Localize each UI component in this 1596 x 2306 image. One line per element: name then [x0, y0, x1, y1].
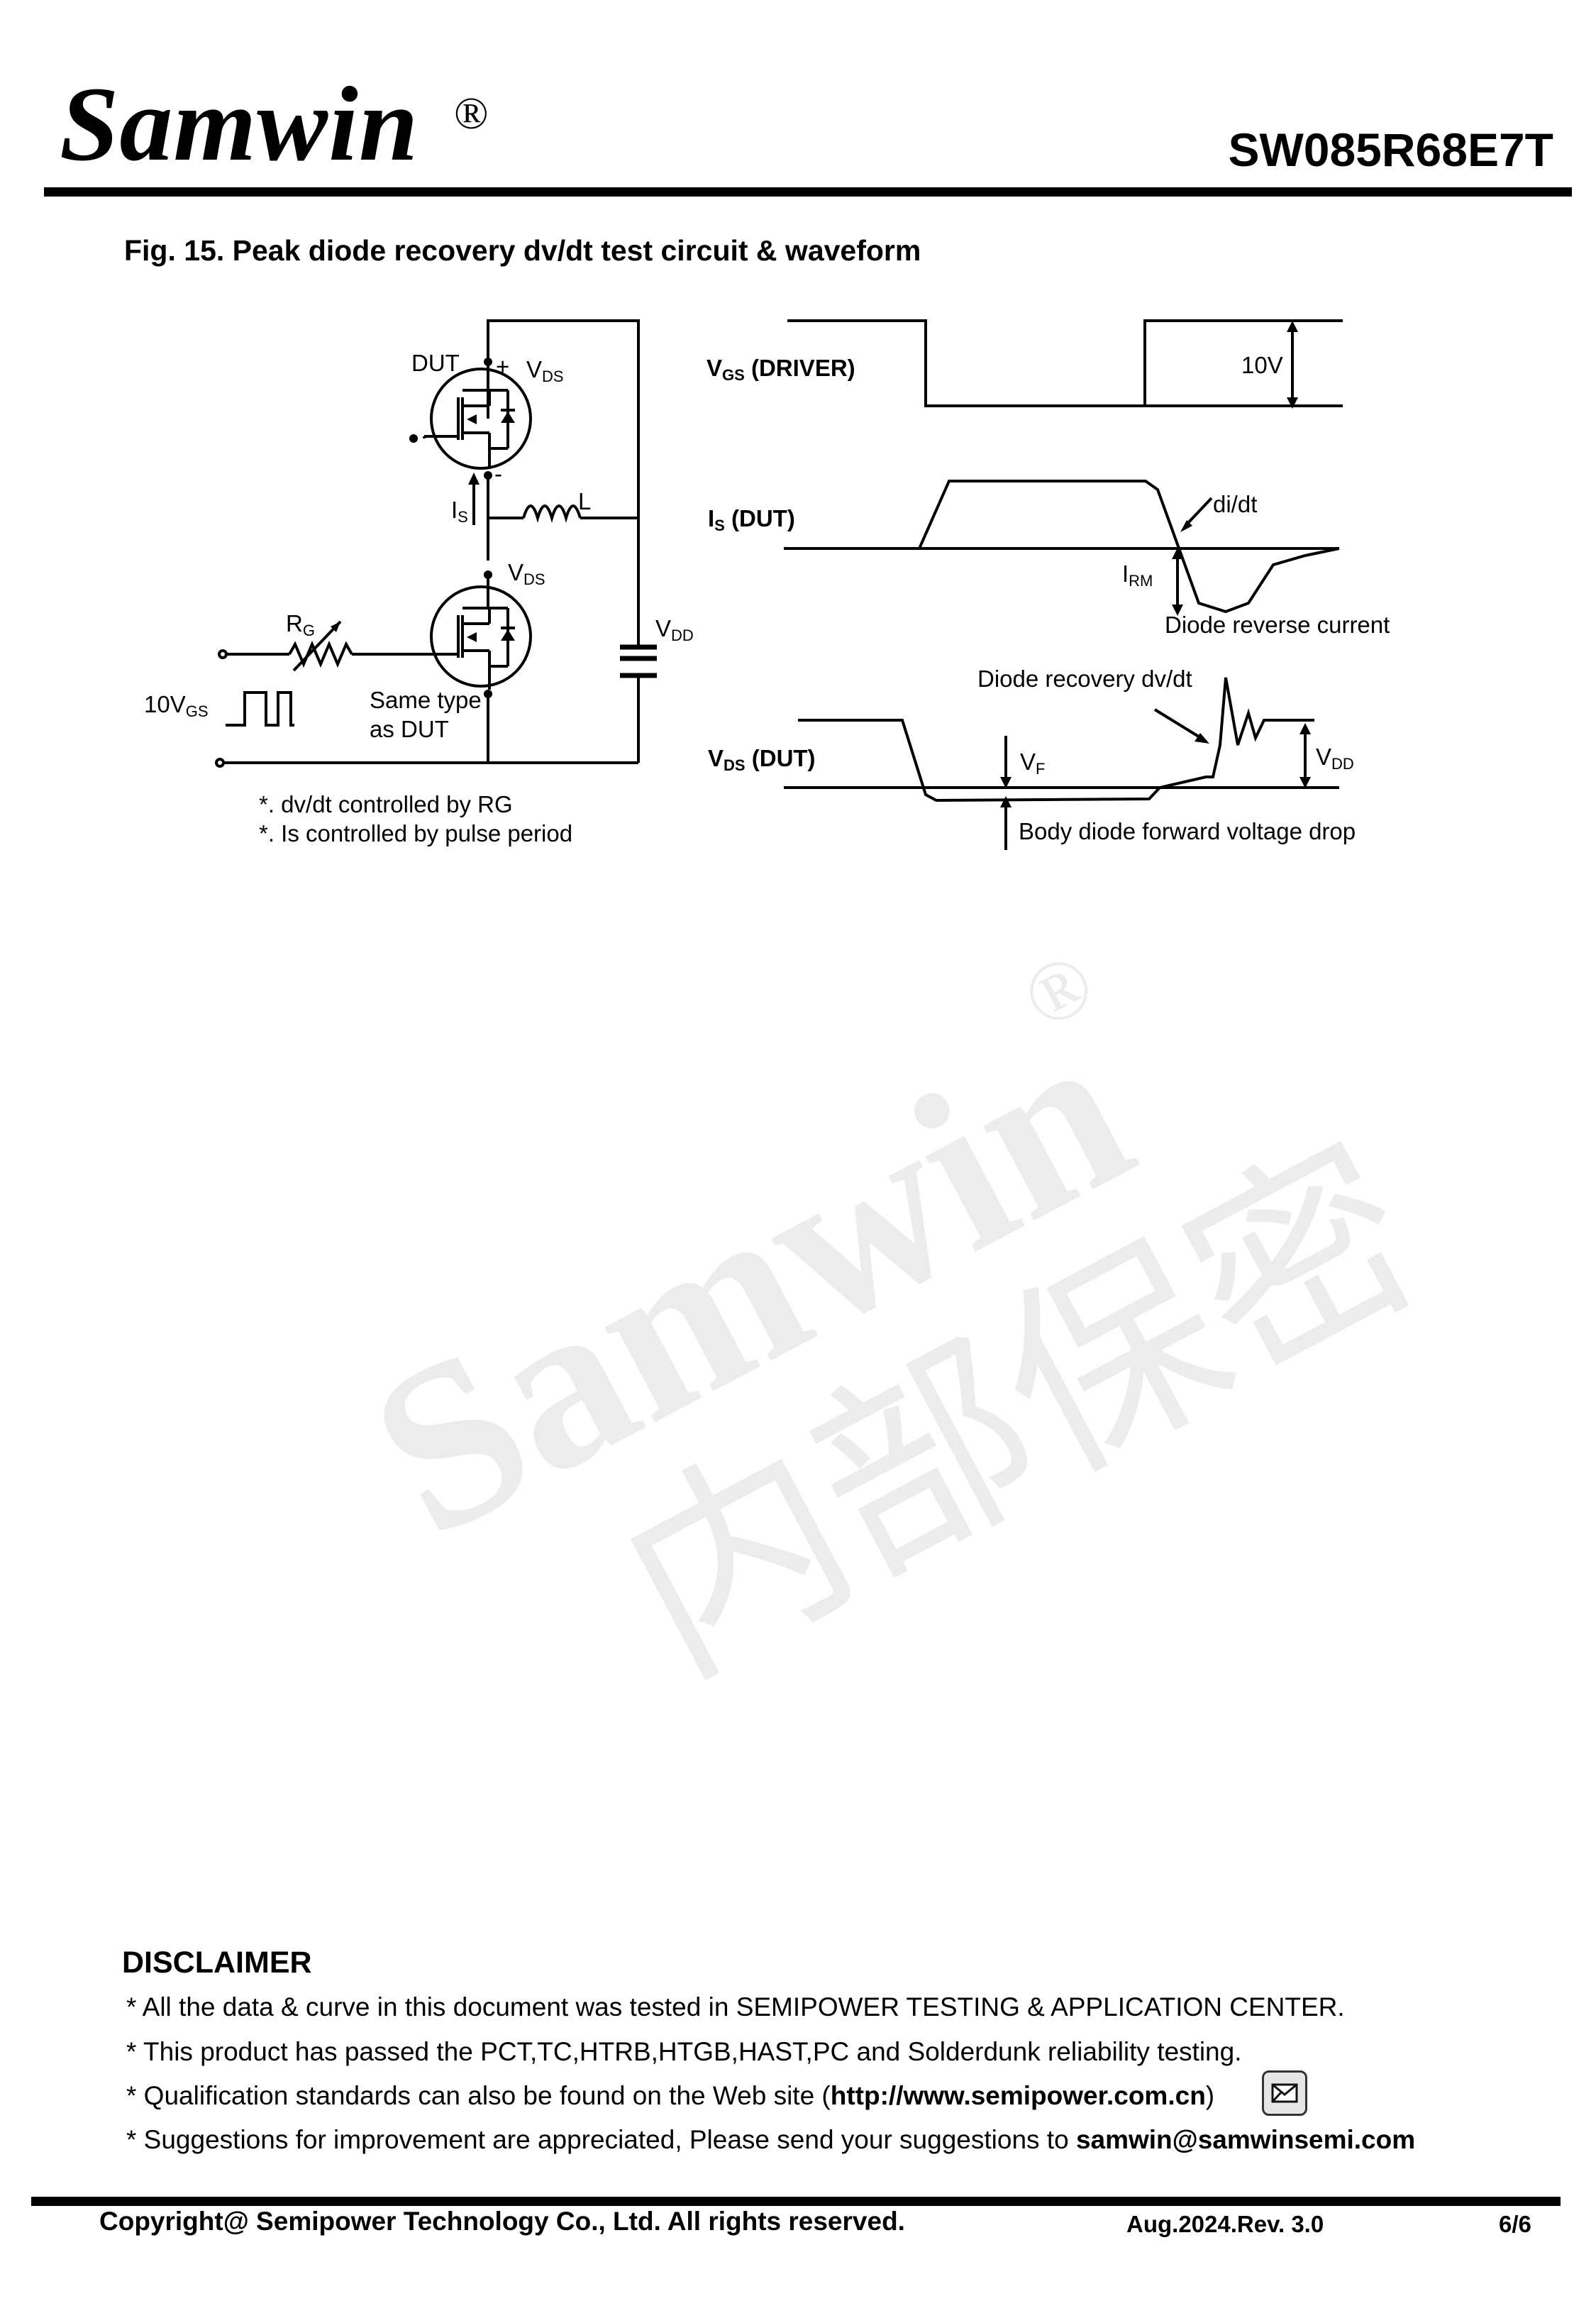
minus-sign: -	[494, 460, 502, 487]
amplitude-10v-label: 10V	[1241, 352, 1283, 378]
disclaimer-line-4: * Suggestions for improvement are apprec…	[126, 2125, 1416, 2154]
watermark-chinese: 内部保密	[589, 1108, 1451, 1716]
pulse-label: 10VGS	[144, 691, 209, 720]
diode-reverse-current-label: Diode reverse current	[1165, 612, 1390, 638]
inductor-label: L	[578, 488, 591, 514]
vf-label: VF	[1020, 749, 1045, 778]
website-link[interactable]: http://www.semipower.com.cn	[830, 2081, 1206, 2110]
figure-title: Fig. 15. Peak diode recovery dv/dt test …	[124, 234, 921, 267]
is-dut-label: IS (DUT)	[708, 505, 795, 534]
test-circuit	[215, 319, 657, 768]
page-number: 6/6	[1499, 2211, 1531, 2237]
footer-rule	[31, 2197, 1561, 2206]
irm-label: IRM	[1122, 561, 1153, 590]
vdd-label-circuit: VDD	[655, 615, 694, 644]
brand-logo: Samwin	[60, 65, 419, 183]
watermark-brand: Samwin	[333, 979, 1167, 1587]
vds-dut-label: VDS (DUT)	[708, 745, 816, 774]
as-dut-label: as DUT	[370, 716, 449, 742]
disclaimer-line-1: * All the data & curve in this document …	[126, 1992, 1345, 2021]
vds-label-top: VDS	[526, 356, 564, 385]
diode-recovery-dvdt-label: Diode recovery dv/dt	[977, 666, 1192, 692]
part-number: SW085R68E7T	[1228, 123, 1553, 176]
note-is: *. Is controlled by pulse period	[259, 820, 572, 846]
header-rule	[44, 187, 1572, 197]
vgs-driver-label: VGS (DRIVER)	[706, 355, 855, 384]
revision: Aug.2024.Rev. 3.0	[1126, 2211, 1324, 2237]
envelope-icon[interactable]	[1262, 2070, 1307, 2116]
disclaimer-line-3: * Qualification standards can also be fo…	[126, 2081, 1215, 2110]
note-dvdt: *. dv/dt controlled by RG	[259, 791, 513, 817]
test-circuit-and-waveform-diagram: DUT + VDS - IS L VDS RG VDD 10VGS Same t…	[144, 319, 1390, 850]
dut-mosfet-icon	[423, 368, 532, 470]
lower-mosfet-icon	[397, 575, 532, 690]
rg-label: RG	[286, 610, 315, 639]
copyright: Copyright@ Semipower Technology Co., Ltd…	[99, 2207, 905, 2236]
didt-label: di/dt	[1213, 491, 1257, 517]
registered-mark: ®	[454, 88, 489, 138]
same-type-label: Same type	[370, 687, 482, 713]
is-label: IS	[451, 497, 468, 526]
body-diode-drop-label: Body diode forward voltage drop	[1019, 818, 1356, 844]
vds-label-bottom: VDS	[508, 559, 545, 588]
disclaimer-line-2: * This product has passed the PCT,TC,HTR…	[126, 2037, 1242, 2066]
email-link[interactable]: samwin@samwinsemi.com	[1075, 2125, 1416, 2154]
vdd-label-waveform: VDD	[1316, 744, 1354, 773]
plus-sign: +	[496, 353, 509, 380]
waveforms	[784, 319, 1343, 850]
dut-label: DUT	[411, 350, 460, 376]
disclaimer-title: DISCLAIMER	[122, 1946, 312, 1980]
watermark-reg: ®	[1008, 934, 1109, 1047]
